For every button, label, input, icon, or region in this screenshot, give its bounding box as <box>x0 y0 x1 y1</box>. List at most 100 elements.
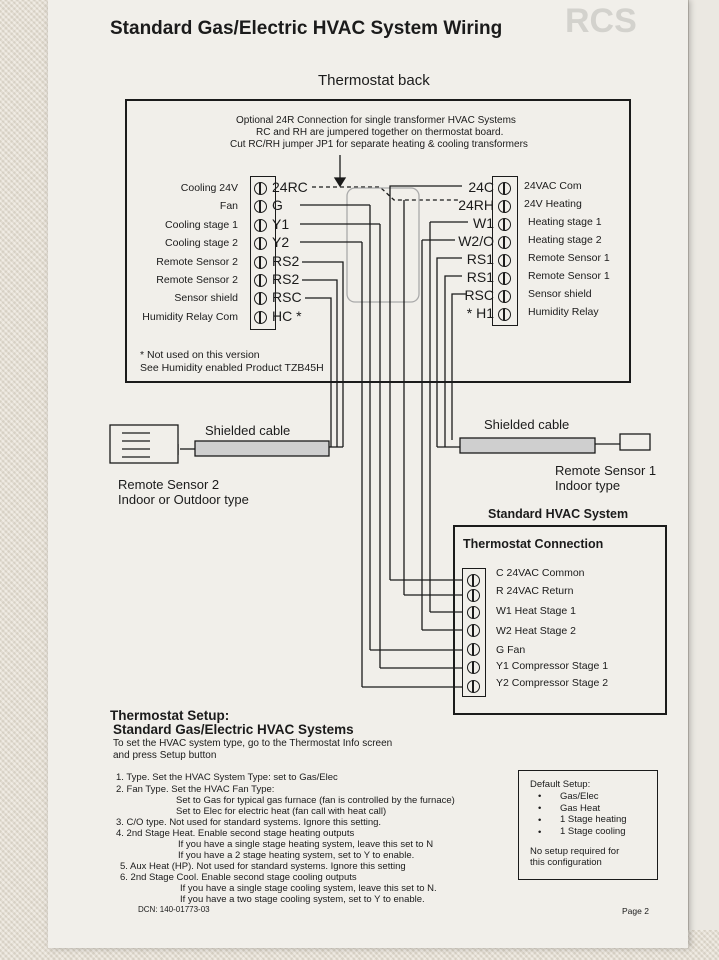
left-terminal-code: 24RC <box>272 179 308 195</box>
default-setup-item: Gas/Elec <box>560 791 599 802</box>
terminal-screw-icon <box>498 290 511 303</box>
terminal-screw-icon <box>254 311 267 324</box>
wire-rs2-a <box>302 261 344 447</box>
right-terminal-code: 24RH <box>458 197 494 213</box>
terminal-screw-icon <box>254 200 267 213</box>
left-terminal-desc: Remote Sensor 2 <box>156 274 238 286</box>
terminal-screw-icon <box>498 308 511 321</box>
wire-24c <box>389 185 462 580</box>
default-setup-item: 1 Stage cooling <box>560 826 626 837</box>
hvac-terminal-label: W1 Heat Stage 1 <box>496 605 576 617</box>
terminal-screw-icon <box>467 680 480 693</box>
right-terminal-code: * H1 <box>466 305 494 321</box>
right-terminal-code: W2/O <box>458 233 494 249</box>
wire-rs1-b <box>444 275 462 447</box>
terminal-screw-icon <box>254 274 267 287</box>
hvac-terminal-strip <box>462 568 486 697</box>
hvac-terminal-label: Y1 Compressor Stage 1 <box>496 660 609 672</box>
right-terminal-code: RSC <box>464 287 494 303</box>
terminal-screw-icon <box>498 182 511 195</box>
right-terminal-desc: 24VAC Com <box>524 180 582 192</box>
page-title: Standard Gas/Electric HVAC System Wiring <box>110 18 503 39</box>
terminal-screw-icon <box>467 574 480 587</box>
setup-line: If you have a single stage heating syste… <box>178 839 434 850</box>
setup-line: 1. Type. Set the HVAC System Type: set t… <box>116 772 338 783</box>
left-terminal-desc: Sensor shield <box>174 292 238 304</box>
right-terminal-desc: Sensor shield <box>528 288 592 300</box>
hvac-terminal-label: C 24VAC Common <box>496 567 585 579</box>
left-terminal-desc: Cooling 24V <box>180 182 238 194</box>
thermostat-back-box <box>125 99 631 383</box>
wire-rs1-a <box>436 257 462 447</box>
bullet-icon: • <box>538 803 542 814</box>
remote-sensor-2-name: Remote Sensor 2 <box>118 477 220 492</box>
remote-sensor-1-name: Remote Sensor 1 <box>555 463 657 478</box>
setup-line: 4. 2nd Stage Heat. Enable second stage h… <box>116 828 355 839</box>
left-terminal-desc: Cooling stage 1 <box>165 219 238 231</box>
terminal-screw-icon <box>498 200 511 213</box>
setup-line: 3. C/O type. Not used for standard syste… <box>116 817 382 828</box>
dashed-jumper <box>312 186 460 201</box>
terminal-screw-icon <box>498 272 511 285</box>
left-terminal-code: RSC <box>272 289 302 305</box>
setup-line: Set to Elec for electric heat (fan call … <box>176 806 387 817</box>
right-terminal-desc: Remote Sensor 1 <box>528 252 610 264</box>
setup-line: 2. Fan Type. Set the HVAC Fan Type: <box>116 784 275 795</box>
document-page <box>48 0 688 948</box>
default-setup-box <box>518 770 658 880</box>
right-terminal-code: RS1 <box>466 269 494 285</box>
left-terminal-code: Y2 <box>272 234 290 250</box>
bullet-icon: • <box>538 827 542 838</box>
terminal-screw-icon <box>498 236 511 249</box>
hvac-terminal-label: Y2 Compressor Stage 2 <box>496 677 609 689</box>
left-shielded-cable <box>194 440 330 457</box>
jumper-note-line-2: RC and RH are jumpered together on therm… <box>256 127 504 138</box>
bleed-through-text: RCS <box>565 2 637 40</box>
left-terminal-desc: Fan <box>219 200 238 212</box>
bullet-icon: • <box>538 815 542 826</box>
right-terminal-code: RS1 <box>466 251 494 267</box>
wire-rs2-b <box>302 279 338 447</box>
default-setup-item: Gas Heat <box>560 803 601 814</box>
left-terminal-strip <box>250 176 276 330</box>
wire-rsc-left <box>305 297 332 447</box>
terminal-screw-icon <box>467 606 480 619</box>
setup-line: If you have a two stage cooling system, … <box>180 894 425 905</box>
right-terminal-block: 24C 24VAC Com 24RH 24V Heating W1 Heatin… <box>440 178 630 338</box>
default-setup-note-2: this configuration <box>530 857 602 868</box>
right-shielded-cable <box>459 437 596 454</box>
left-terminal-desc: Remote Sensor 2 <box>156 256 238 268</box>
right-terminal-desc: Remote Sensor 1 <box>528 270 610 282</box>
setup-line: If you have a single stage cooling syste… <box>180 883 437 894</box>
setup-subheading: Standard Gas/Electric HVAC Systems <box>113 722 354 737</box>
terminal-screw-icon <box>254 219 267 232</box>
bullet-icon: • <box>538 791 542 802</box>
terminal-screw-icon <box>467 643 480 656</box>
jumper-region <box>346 187 420 303</box>
terminal-screw-icon <box>467 661 480 674</box>
remote-sensor-2-type: Indoor or Outdoor type <box>118 492 249 507</box>
hvac-terminal-label: W2 Heat Stage 2 <box>496 625 576 637</box>
default-setup-note-1: No setup required for <box>530 846 620 857</box>
left-terminal-block: Cooling 24V 24RC Fan G Cooling stage 1 Y… <box>130 178 320 338</box>
left-terminal-code: HC * <box>272 308 302 324</box>
right-terminal-code: W1 <box>473 215 494 231</box>
terminal-screw-icon <box>498 218 511 231</box>
setup-intro-1: To set the HVAC system type, go to the T… <box>113 738 393 749</box>
footnote-line-1: * Not used on this version <box>140 349 260 361</box>
terminal-screw-icon <box>467 589 480 602</box>
dcn-code: DCN: 140-01773-03 <box>138 905 210 914</box>
wire-rsc-right <box>451 293 466 440</box>
setup-line: 5. Aux Heat (HP). Not used for standard … <box>120 861 406 872</box>
page-number: Page 2 <box>622 906 649 916</box>
terminal-screw-icon <box>498 254 511 267</box>
setup-intro-2: and press Setup button <box>113 750 217 761</box>
thermostat-back-label: Thermostat back <box>318 72 430 89</box>
setup-line: Set to Gas for typical gas furnace (fan … <box>176 795 455 806</box>
left-terminal-desc: Cooling stage 2 <box>165 237 238 249</box>
default-setup-item: 1 Stage heating <box>560 814 627 825</box>
remote-sensor-1-type: Indoor type <box>555 478 621 493</box>
left-terminal-code: RS2 <box>272 271 300 287</box>
setup-line: If you have a 2 stage heating system, se… <box>178 850 415 861</box>
